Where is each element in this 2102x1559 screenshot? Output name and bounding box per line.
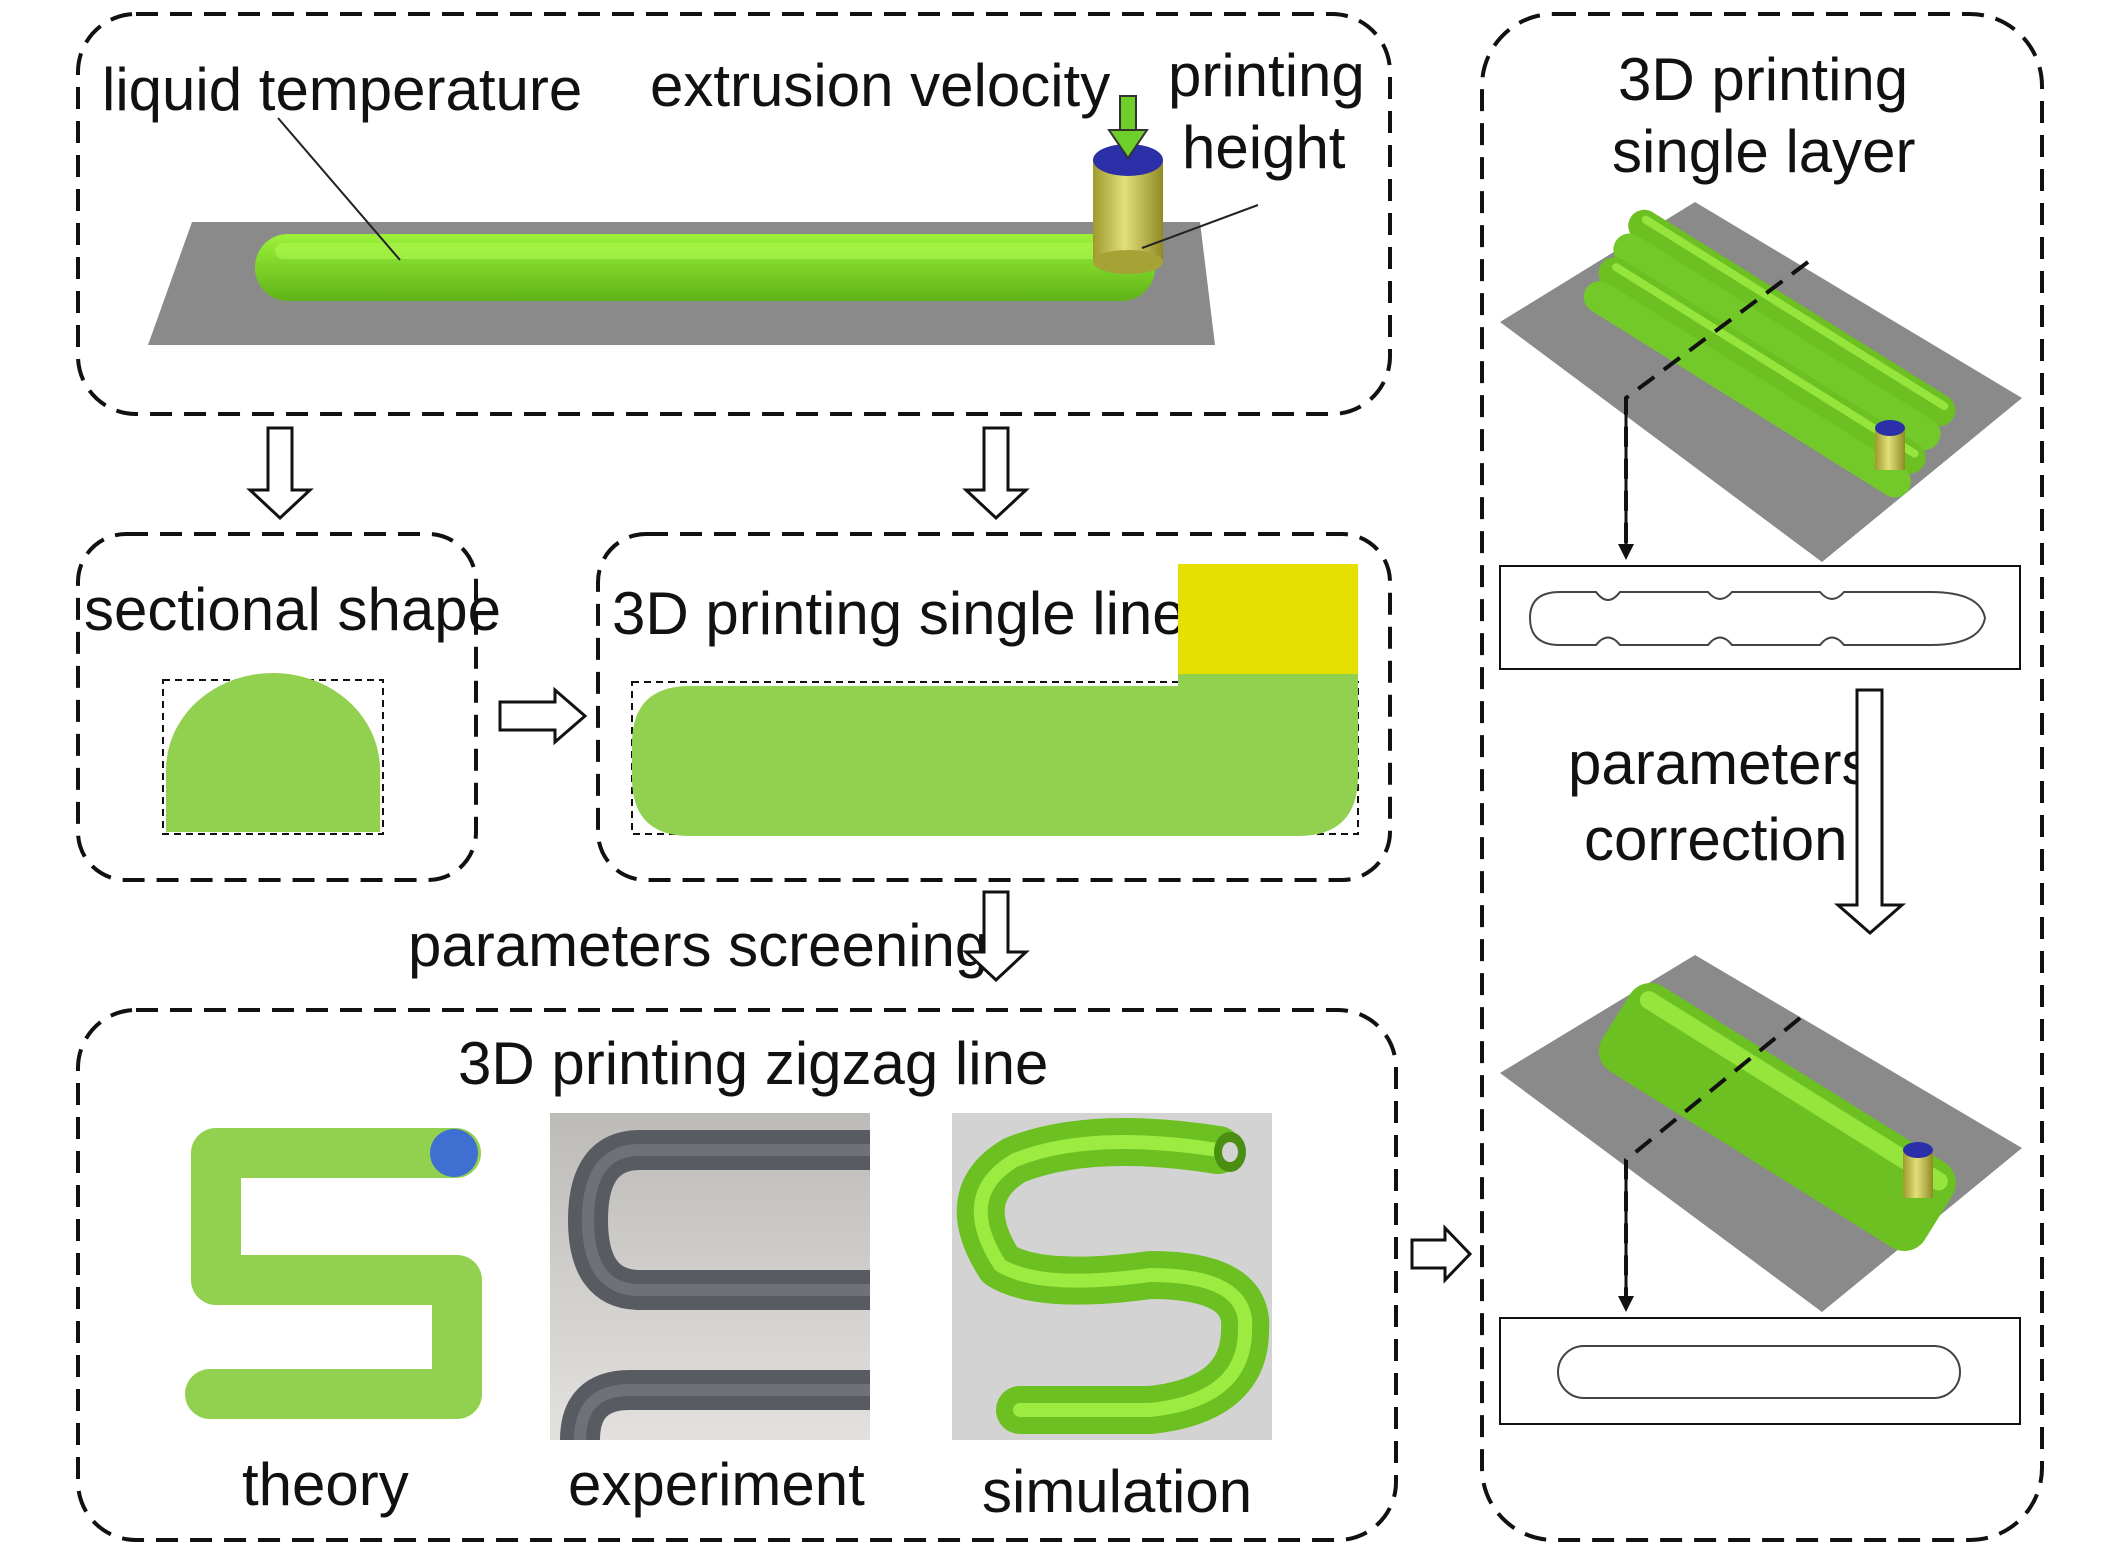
simulation-image — [952, 1113, 1272, 1440]
label-extrusion-velocity: extrusion velocity — [650, 52, 1110, 119]
single-line-panel: 3D printing single line — [596, 532, 1392, 882]
hollow-arrow-right — [498, 686, 588, 746]
label-height: height — [1182, 114, 1346, 181]
layer-panel-title-2: single layer — [1612, 118, 1916, 185]
printed-line-highlight — [275, 243, 1135, 259]
leader-printing-height — [1141, 204, 1259, 249]
theory-nozzle-dot — [430, 1129, 478, 1177]
layer-panel: 3D printing single layer parameters corr… — [1480, 12, 2044, 1542]
leader-liquid-temperature — [277, 117, 401, 261]
single-line-panel-title: 3D printing single line — [612, 580, 1186, 647]
zigzag-panel-border — [76, 1008, 1398, 1542]
label-theory: theory — [242, 1451, 409, 1518]
top-panel: liquid temperature extrusion velocity pr… — [76, 12, 1392, 416]
label-parameters-screening: parameters screening — [408, 912, 988, 979]
layer-before-correction — [1499, 202, 2022, 670]
hollow-arrow-right-layer — [1410, 1224, 1473, 1284]
hollow-arrow-down-screening — [962, 890, 1030, 983]
theory-zigzag — [185, 1128, 482, 1419]
down-arrow-icon — [1107, 95, 1149, 160]
nozzle — [1093, 144, 1163, 274]
zigzag-panel-title: 3D printing zigzag line — [458, 1030, 1048, 1097]
label-parameters-correction-1: parameters — [1568, 730, 1871, 797]
section-nozzle-yellow — [1178, 564, 1358, 674]
label-experiment: experiment — [568, 1451, 865, 1518]
single-line-panel-border — [596, 532, 1392, 882]
hollow-arrow-down-center — [962, 426, 1030, 521]
label-printing: printing — [1168, 42, 1365, 109]
hollow-arrow-down-correction — [1834, 688, 1906, 935]
sectional-panel-border — [76, 532, 478, 882]
sectional-panel: sectional shape — [76, 532, 501, 882]
label-simulation: simulation — [982, 1458, 1252, 1525]
layer-after-correction — [1499, 955, 2022, 1425]
layer-panel-border — [1480, 12, 2044, 1542]
label-liquid-temperature: liquid temperature — [102, 56, 582, 123]
top-panel-border — [76, 12, 1392, 416]
sectional-panel-title: sectional shape — [84, 576, 501, 643]
label-parameters-correction-2: correction — [1584, 806, 1847, 873]
experiment-photo — [550, 1113, 870, 1441]
section-shape — [166, 673, 380, 832]
zigzag-panel: 3D printing zigzag line theory experimen… — [76, 1008, 1398, 1542]
single-line-shape — [632, 674, 1358, 836]
layer-panel-title-1: 3D printing — [1618, 46, 1908, 113]
hollow-arrow-down-left — [246, 426, 314, 521]
